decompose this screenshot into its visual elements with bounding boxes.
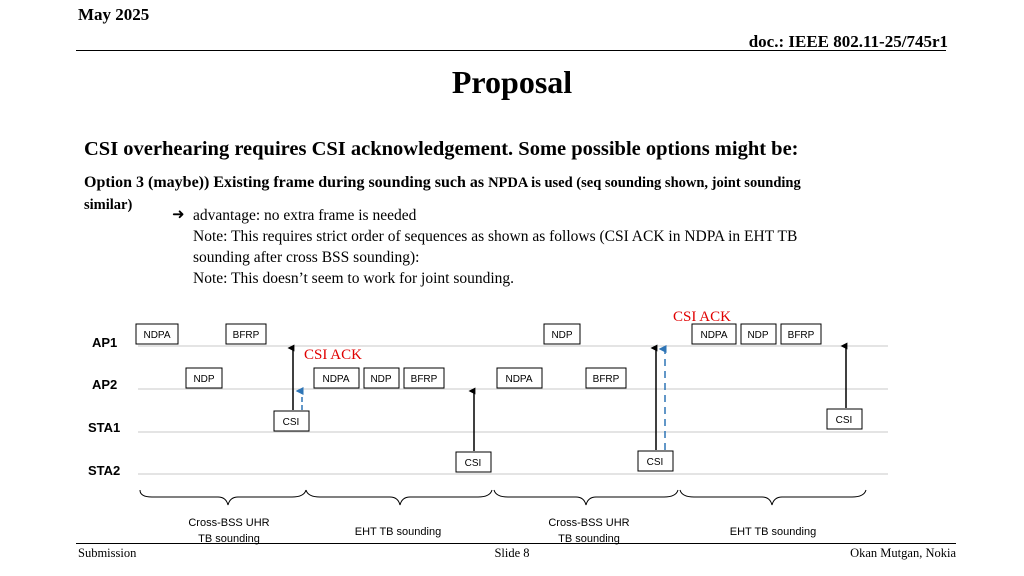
frame-sta2-csi-1: CSI [455, 451, 492, 473]
header-date: May 2025 [78, 5, 150, 24]
frame-sta2-csi-2: CSI [637, 450, 674, 472]
option-tail: similar) [84, 197, 133, 213]
bullet-line-3: sounding after cross BSS sounding): [193, 249, 420, 266]
brace-eht-1 [305, 489, 493, 506]
svg-text:BFRP: BFRP [233, 330, 260, 341]
phase-label-eht-2: EHT TB sounding [730, 526, 816, 538]
svg-text:BFRP: BFRP [788, 330, 815, 341]
frame-ap1-ndpa-1: NDPA [135, 323, 179, 345]
frame-ap1-bfrp-2: BFRP [780, 323, 822, 345]
svg-text:NDP: NDP [370, 374, 391, 385]
bullet-line-1: advantage: no extra frame is needed [193, 207, 417, 224]
slide-title: Proposal [451, 64, 573, 100]
brace-eht-2 [679, 489, 867, 506]
footer-author: Okan Mutgan, Nokia [850, 546, 956, 560]
right-arrow-icon: ➜ [172, 207, 185, 223]
frame-ap2-ndpa-1: NDPA [313, 367, 360, 389]
header-doc-id: doc.: IEEE 802.11-25/745r1 [748, 32, 948, 51]
brace-cross-bss-1 [139, 489, 307, 506]
frame-ap2-ndp-1: NDP [185, 367, 223, 389]
frame-ap2-ndpa-2: NDPA [496, 367, 543, 389]
svg-text:CSI: CSI [283, 417, 300, 428]
frame-ap1-ndp-1: NDP [543, 323, 581, 345]
phase-label-eht-1: EHT TB sounding [355, 526, 441, 538]
frame-sta1-csi-1: CSI [273, 410, 310, 432]
svg-text:NDPA: NDPA [505, 374, 532, 385]
row-label-ap1: AP1 [92, 335, 117, 350]
row-label-sta2: STA2 [88, 463, 120, 478]
svg-text:BFRP: BFRP [411, 374, 438, 385]
svg-text:NDP: NDP [193, 374, 214, 385]
brace-cross-bss-2 [493, 489, 679, 506]
frame-ap2-bfrp-2: BFRP [585, 367, 627, 389]
svg-text:NDPA: NDPA [143, 330, 170, 341]
frame-ap1-ndp-2: NDP [740, 323, 777, 345]
option-small: NPDA is used (seq sounding shown, joint … [488, 175, 801, 191]
svg-text:NDP: NDP [747, 330, 768, 341]
svg-text:BFRP: BFRP [593, 374, 620, 385]
svg-text:CSI: CSI [647, 457, 664, 468]
footer-divider [76, 543, 956, 544]
frame-ap2-bfrp-1: BFRP [403, 367, 445, 389]
row-label-sta1: STA1 [88, 420, 120, 435]
bullet-line-4: Note: This doesn’t seem to work for join… [193, 270, 515, 287]
footer-submission: Submission [78, 546, 137, 560]
svg-text:NDPA: NDPA [700, 330, 727, 341]
frame-ap2-ndp-2: NDP [363, 367, 400, 389]
svg-text:CSI: CSI [836, 415, 853, 426]
csi-ack-label-1: CSI ACK [304, 347, 362, 363]
csi-ack-label-2: CSI ACK [673, 309, 731, 325]
frame-ap1-bfrp-1: BFRP [225, 323, 267, 345]
phase-label-cross-bss-1a: Cross-BSS UHR [188, 517, 269, 529]
frame-ap1-ndpa-2: NDPA [691, 323, 737, 345]
row-label-ap2: AP2 [92, 377, 117, 392]
slide-heading: CSI overhearing requires CSI acknowledge… [84, 138, 799, 160]
svg-text:NDPA: NDPA [322, 374, 349, 385]
bullet-block: ➜ advantage: no extra frame is needed No… [172, 205, 892, 289]
option-lead: Option 3 (maybe)) Existing frame during … [84, 174, 489, 191]
phase-label-cross-bss-1b: TB sounding [198, 533, 260, 545]
phase-label-cross-bss-2a: Cross-BSS UHR [548, 517, 629, 529]
option-text: Option 3 (maybe)) Existing frame during … [84, 172, 954, 216]
svg-text:NDP: NDP [551, 330, 572, 341]
bullet-line-2: Note: This requires strict order of sequ… [193, 228, 798, 245]
frame-sta1-csi-2: CSI [826, 408, 863, 430]
header-divider [76, 50, 946, 51]
svg-text:CSI: CSI [465, 458, 482, 469]
phase-label-cross-bss-2b: TB sounding [558, 533, 620, 545]
footer-slide-number: Slide 8 [494, 546, 530, 560]
